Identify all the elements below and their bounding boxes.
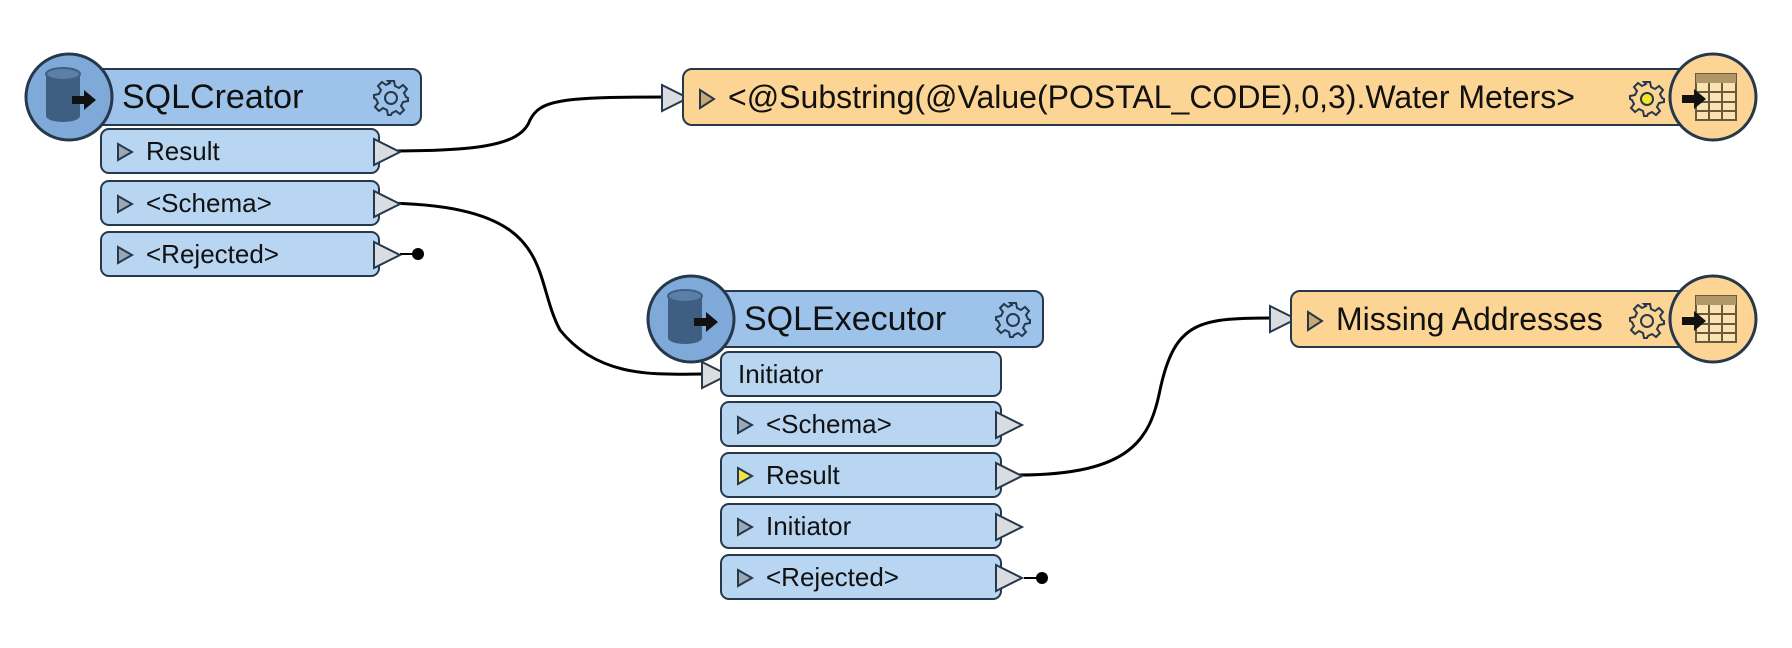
writer-missing-addresses-header[interactable]: Missing Addresses — [1290, 290, 1700, 348]
writer-water-meters-header[interactable]: <@Substring(@Value(POSTAL_CODE),0,3).Wat… — [682, 68, 1700, 126]
port-label: <Rejected> — [146, 238, 279, 269]
port-label: Result — [146, 135, 220, 166]
sqlexecutor-schema-output-arrow-icon[interactable] — [994, 410, 1026, 440]
sqlexecutor-title: SQLExecutor — [744, 299, 947, 338]
sqlexecutor-header[interactable]: SQLExecutor — [712, 290, 1044, 348]
sqlexecutor-port-initiator-output[interactable]: Initiator — [720, 503, 1002, 549]
sqlcreator-rejected-output-arrow-icon[interactable] — [372, 240, 404, 270]
database-icon[interactable] — [646, 274, 736, 364]
sqlexecutor-initiator-output-arrow-icon[interactable] — [994, 512, 1026, 542]
table-icon[interactable] — [1668, 52, 1758, 142]
sqlexecutor-port-rejected[interactable]: <Rejected> — [720, 554, 1002, 600]
gear-icon[interactable] — [1626, 78, 1668, 120]
connection-creator-schema-to-executor-initiator[interactable] — [375, 201, 706, 376]
sqlexecutor-port-initiator-input[interactable]: Initiator — [720, 351, 1002, 397]
active-expand-triangle-icon[interactable] — [736, 466, 754, 486]
expand-triangle-icon[interactable] — [116, 194, 134, 214]
database-icon[interactable] — [24, 52, 114, 142]
sqlexecutor-result-output-arrow-icon[interactable] — [994, 461, 1026, 491]
port-label: <Rejected> — [766, 561, 899, 592]
expand-triangle-icon[interactable] — [116, 245, 134, 265]
port-label: Result — [766, 459, 840, 490]
gear-icon[interactable] — [992, 299, 1034, 341]
sqlcreator-header[interactable]: SQLCreator — [90, 68, 422, 126]
sqlcreator-title: SQLCreator — [122, 77, 304, 116]
gear-icon[interactable] — [1626, 300, 1668, 342]
writer-water-meters-title: <@Substring(@Value(POSTAL_CODE),0,3).Wat… — [728, 78, 1575, 115]
sqlexecutor-port-result[interactable]: Result — [720, 452, 1002, 498]
sqlexecutor-rejected-output-arrow-icon[interactable] — [994, 563, 1026, 593]
writer-water-meters-input-arrow-icon[interactable] — [660, 83, 692, 113]
port-label: <Schema> — [766, 408, 892, 439]
sqlcreator-schema-output-arrow-icon[interactable] — [372, 189, 404, 219]
port-label: Initiator — [766, 510, 852, 541]
sqlcreator-port-result[interactable]: Result — [100, 128, 380, 174]
sqlcreator-result-output-arrow-icon[interactable] — [372, 137, 404, 167]
sqlexecutor-initiator-input-arrow-icon[interactable] — [700, 360, 732, 390]
sqlexecutor-port-schema[interactable]: <Schema> — [720, 401, 1002, 447]
writer-missing-addresses-input-arrow-icon[interactable] — [1268, 304, 1300, 334]
writer-missing-addresses-title: Missing Addresses — [1336, 300, 1603, 337]
gear-icon[interactable] — [370, 77, 412, 119]
expand-triangle-icon[interactable] — [1306, 310, 1324, 332]
connection-creator-result-to-water-meters[interactable] — [375, 95, 669, 153]
port-label: <Schema> — [146, 187, 272, 218]
sqlcreator-port-schema[interactable]: <Schema> — [100, 180, 380, 226]
port-label: Initiator — [738, 358, 824, 389]
table-icon[interactable] — [1668, 274, 1758, 364]
expand-triangle-icon[interactable] — [698, 88, 716, 110]
connection-executor-result-to-missing-addresses[interactable] — [1017, 316, 1277, 477]
expand-triangle-icon[interactable] — [736, 517, 754, 537]
sqlcreator-port-rejected[interactable]: <Rejected> — [100, 231, 380, 277]
expand-triangle-icon[interactable] — [116, 142, 134, 162]
expand-triangle-icon[interactable] — [736, 415, 754, 435]
expand-triangle-icon[interactable] — [736, 568, 754, 588]
